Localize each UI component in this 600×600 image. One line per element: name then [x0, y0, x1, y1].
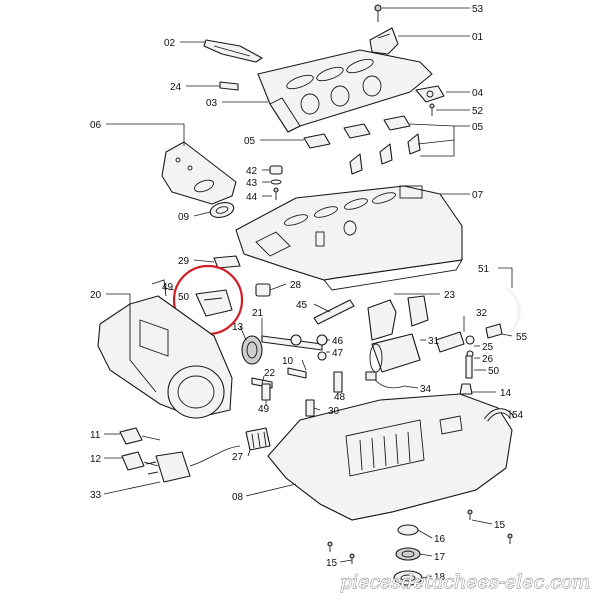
part-16-wheel-hub	[397, 524, 419, 536]
label-11: 11	[90, 430, 101, 441]
part-32-fitting	[435, 331, 465, 353]
part-46-bushing	[316, 334, 328, 346]
part-45-rod	[313, 299, 355, 325]
label-49-rod: 49	[258, 404, 270, 415]
part-25-fitting	[465, 335, 475, 345]
label-34: 34	[420, 384, 432, 395]
part-labels: 53 01 02 24 03 04 52 06 05 05 42 43 44 0…	[90, 4, 528, 583]
part-31-pump	[369, 333, 421, 373]
part-33-power-cord	[145, 445, 241, 483]
label-25: 25	[482, 342, 494, 353]
label-44: 44	[246, 192, 258, 203]
part-51-tube	[505, 286, 521, 334]
label-13: 13	[232, 322, 244, 333]
part-06-front-bumper	[161, 141, 237, 205]
part-43-spring	[270, 179, 282, 185]
label-51: 51	[478, 264, 490, 275]
label-18: 18	[434, 572, 446, 583]
label-20: 20	[90, 290, 102, 301]
label-10: 10	[282, 356, 294, 367]
label-50-right: 50	[488, 366, 500, 377]
part-23-bracket	[367, 295, 429, 341]
label-06: 06	[90, 120, 102, 131]
label-05-right: 05	[472, 122, 484, 133]
label-15-right: 15	[494, 520, 506, 531]
part-11-switch	[119, 427, 161, 445]
part-05-vents	[303, 115, 421, 175]
part-42-button	[269, 165, 283, 175]
part-24-clip	[219, 81, 239, 91]
part-08-base	[267, 393, 513, 521]
part-34-cable	[365, 371, 405, 389]
part-02-grill	[203, 39, 263, 63]
label-46: 46	[332, 336, 344, 347]
label-30: 30	[328, 406, 340, 417]
label-21: 21	[252, 308, 264, 319]
part-54-tube	[483, 408, 515, 422]
part-14-foot	[459, 383, 473, 395]
label-17: 17	[434, 552, 446, 563]
label-04: 04	[472, 88, 484, 99]
part-47-bushing	[317, 351, 327, 361]
part-03-top-shell	[257, 49, 433, 133]
label-32: 32	[476, 308, 488, 319]
label-15-left: 15	[326, 558, 338, 569]
part-21-shaft	[261, 334, 323, 351]
watermark-text: piecesdetachees-elec.com	[340, 571, 590, 593]
label-55: 55	[516, 332, 528, 343]
label-43: 43	[246, 178, 258, 189]
label-47: 47	[332, 348, 344, 359]
label-22: 22	[264, 368, 276, 379]
leader-lines	[103, 7, 513, 579]
label-14: 14	[500, 388, 512, 399]
part-27-connector	[245, 427, 271, 451]
label-48: 48	[334, 392, 346, 403]
part-50-rod-right	[465, 355, 473, 379]
screw-15-left	[327, 541, 355, 564]
label-26: 26	[482, 354, 494, 365]
label-28: 28	[290, 280, 302, 291]
label-27: 27	[232, 452, 244, 463]
part-49-rod	[261, 383, 271, 401]
part-10-pin	[287, 367, 307, 379]
label-01: 01	[472, 32, 484, 43]
label-03: 03	[206, 98, 218, 109]
part-12-switch	[121, 451, 159, 471]
part-13-gear	[241, 335, 263, 365]
part-17-ring	[395, 547, 421, 561]
screw-53	[374, 4, 382, 22]
label-49: 49	[162, 282, 174, 293]
label-54: 54	[512, 410, 524, 421]
part-09-wheel	[209, 202, 235, 218]
label-12: 12	[90, 454, 102, 465]
label-42: 42	[246, 166, 258, 177]
part-28-switch	[255, 283, 271, 297]
label-53: 53	[472, 4, 484, 15]
label-09: 09	[178, 212, 190, 223]
label-24: 24	[170, 82, 182, 93]
part-44-screw	[273, 187, 279, 200]
label-33: 33	[90, 490, 102, 501]
part-48-rod	[333, 371, 343, 393]
label-29: 29	[178, 256, 190, 267]
part-04-latch	[415, 85, 445, 103]
label-16: 16	[434, 534, 446, 545]
part-01-cap	[369, 27, 399, 55]
label-31: 31	[428, 336, 440, 347]
label-02: 02	[164, 38, 176, 49]
part-07-upper-body	[235, 185, 463, 291]
label-05-left: 05	[244, 136, 256, 147]
screw-52	[429, 103, 435, 116]
label-23: 23	[444, 290, 456, 301]
part-29-bracket	[213, 255, 241, 269]
label-07: 07	[472, 190, 484, 201]
label-50-highlighted: 50	[178, 292, 190, 303]
part-20-rear-housing	[97, 279, 233, 419]
screw-15-right	[467, 509, 513, 544]
part-55-fitting	[485, 323, 503, 339]
label-45: 45	[296, 300, 308, 311]
label-52: 52	[472, 106, 484, 117]
label-08: 08	[232, 492, 244, 503]
